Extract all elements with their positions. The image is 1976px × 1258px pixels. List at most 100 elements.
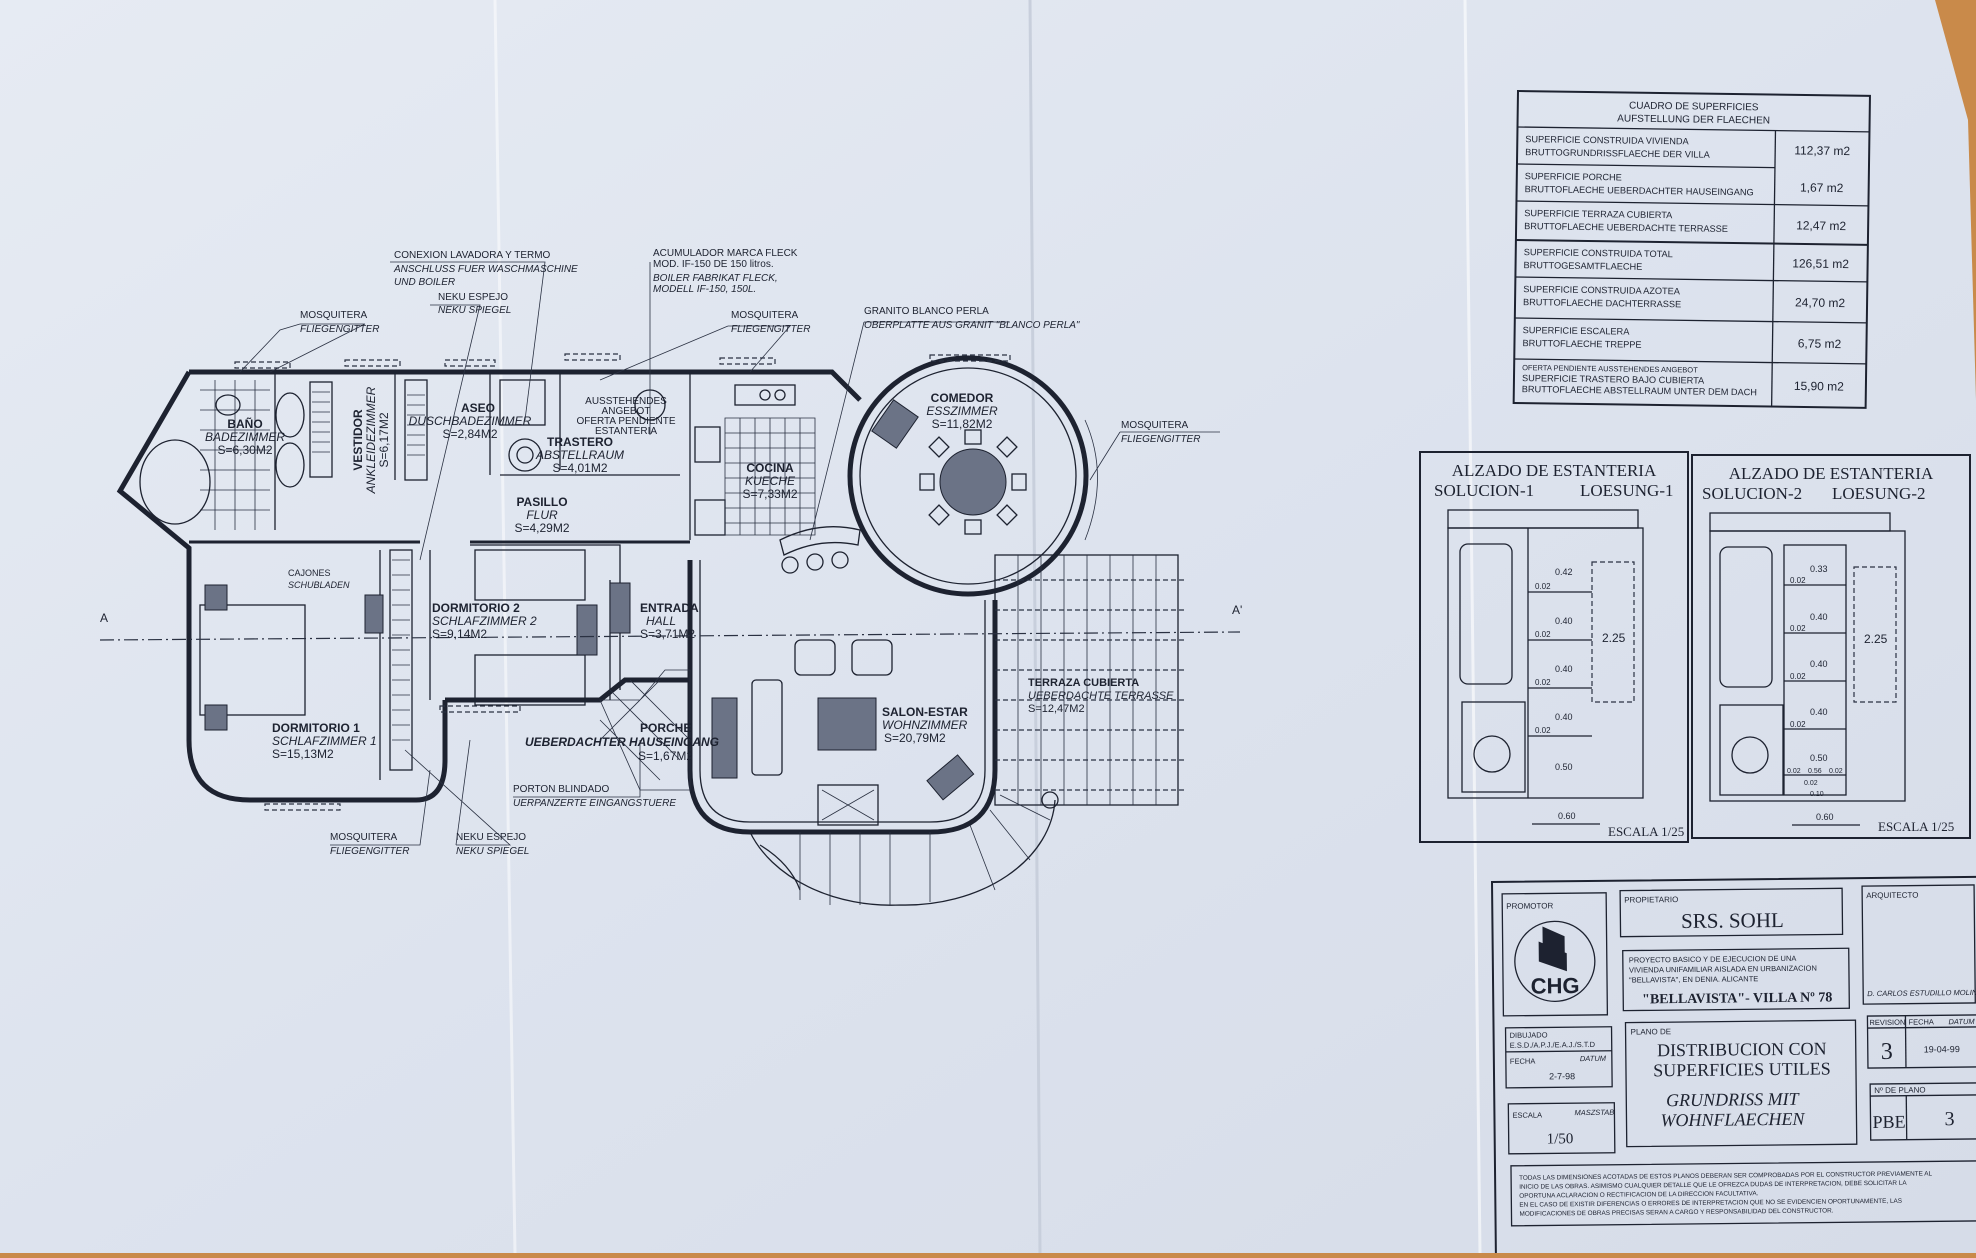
- revision-fecha-label: FECHA: [1908, 1017, 1934, 1026]
- svg-text:CAJONES: CAJONES: [288, 568, 331, 578]
- svg-text:NEKU ESPEJO: NEKU ESPEJO: [456, 832, 526, 843]
- svg-text:UEBERDACHTE TERRASSE: UEBERDACHTE TERRASSE: [1028, 690, 1174, 702]
- svg-text:GRANITO BLANCO PERLA: GRANITO BLANCO PERLA: [864, 306, 989, 317]
- svg-text:S=4,01M2: S=4,01M2: [552, 461, 607, 475]
- area-row-label: SUPERFICIE CONSTRUIDA TOTAL: [1524, 247, 1673, 259]
- svg-text:SCHUBLADEN: SCHUBLADEN: [288, 580, 350, 590]
- svg-text:0.02: 0.02: [1790, 672, 1806, 681]
- svg-text:FLUR: FLUR: [526, 508, 558, 522]
- svg-text:FLIEGENGITTER: FLIEGENGITTER: [330, 846, 409, 857]
- svg-text:ACUMULADOR MARCA FLECK: ACUMULADOR MARCA FLECK: [653, 248, 798, 259]
- svg-text:WOHNZIMMER: WOHNZIMMER: [882, 718, 968, 732]
- revision-number: 3: [1881, 1039, 1893, 1065]
- svg-text:S=6,30M2: S=6,30M2: [217, 443, 272, 457]
- svg-text:DORMITORIO 2: DORMITORIO 2: [432, 601, 520, 615]
- svg-text:0.40: 0.40: [1810, 659, 1828, 669]
- svg-text:2.25: 2.25: [1864, 632, 1888, 646]
- arquitecto-name: D. CARLOS ESTUDILLO MOLINA: [1867, 988, 1976, 998]
- svg-text:0.33: 0.33: [1810, 564, 1828, 574]
- svg-text:ABSTELLRAUM: ABSTELLRAUM: [535, 448, 624, 462]
- svg-text:0.02: 0.02: [1535, 630, 1551, 639]
- svg-text:0.10: 0.10: [1810, 791, 1824, 798]
- area-row-value: 112,37 m2: [1794, 143, 1850, 158]
- svg-text:0.02: 0.02: [1535, 678, 1551, 687]
- escala-value: 1/50: [1547, 1131, 1574, 1147]
- svg-text:0.50: 0.50: [1810, 753, 1828, 763]
- svg-text:S=11,82M2: S=11,82M2: [932, 417, 993, 431]
- svg-text:0.02: 0.02: [1829, 768, 1843, 775]
- elevation-subtitle-de: LOESUNG-1: [1580, 481, 1674, 500]
- svg-text:0.40: 0.40: [1555, 712, 1573, 722]
- svg-text:SCHLAFZIMMER 1: SCHLAFZIMMER 1: [272, 734, 377, 748]
- revision-date: 19-04-99: [1924, 1044, 1960, 1054]
- svg-text:CHG: CHG: [1531, 973, 1580, 999]
- svg-text:DUSCHBADEZIMMER: DUSCHBADEZIMMER: [409, 414, 532, 428]
- svg-text:S=12,47M2: S=12,47M2: [1028, 703, 1085, 715]
- elevation-subtitle-es: SOLUCION-1: [1434, 481, 1534, 500]
- svg-text:SALON-ESTAR: SALON-ESTAR: [882, 705, 968, 719]
- svg-text:COCINA: COCINA: [746, 461, 794, 475]
- svg-text:0.42: 0.42: [1555, 567, 1573, 577]
- proyecto-line: "BELLAVISTA", EN DENIA. ALICANTE: [1629, 974, 1758, 984]
- svg-text:COMEDOR: COMEDOR: [931, 391, 994, 405]
- section-mark-a: A: [100, 611, 108, 625]
- svg-text:MOSQUITERA: MOSQUITERA: [731, 310, 799, 321]
- svg-text:0.40: 0.40: [1555, 664, 1573, 674]
- elevation-title: ALZADO DE ESTANTERIA: [1729, 464, 1934, 483]
- svg-text:0.40: 0.40: [1555, 616, 1573, 626]
- datum-label: DATUM: [1580, 1054, 1607, 1063]
- fecha-value: 2-7-98: [1549, 1071, 1575, 1081]
- svg-text:0.40: 0.40: [1810, 707, 1828, 717]
- svg-text:ESSZIMMER: ESSZIMMER: [926, 404, 998, 418]
- area-row-label: SUPERFICIE PORCHE: [1525, 171, 1622, 182]
- maszstab-label: MASZSTAB: [1574, 1108, 1614, 1117]
- svg-text:BAÑO: BAÑO: [227, 416, 262, 431]
- elevation-scale: ESCALA 1/25: [1608, 824, 1684, 839]
- svg-text:S=3,71M2: S=3,71M2: [640, 627, 695, 641]
- svg-text:S=7,33M2: S=7,33M2: [742, 487, 797, 501]
- area-row-label: SUPERFICIE TERRAZA CUBIERTA: [1524, 208, 1673, 220]
- svg-text:CONEXION LAVADORA Y TERMO: CONEXION LAVADORA Y TERMO: [394, 250, 551, 261]
- svg-text:NEKU SPIEGEL: NEKU SPIEGEL: [456, 846, 529, 857]
- svg-text:PORCHE: PORCHE: [640, 721, 691, 735]
- room-label-comedor: COMEDOR ESSZIMMER S=11,82M2: [926, 391, 998, 431]
- propietario-name: SRS. SOHL: [1681, 908, 1784, 933]
- elevation-subtitle-es: SOLUCION-2: [1702, 484, 1802, 503]
- area-row-value: 24,70 m2: [1795, 295, 1846, 310]
- area-row-value: 12,47 m2: [1796, 218, 1847, 233]
- svg-text:S=9,14M2: S=9,14M2: [432, 627, 487, 641]
- area-row-value: 1,67 m2: [1800, 180, 1844, 195]
- svg-text:MODELL IF-150, 150L.: MODELL IF-150, 150L.: [653, 284, 756, 295]
- svg-text:0.60: 0.60: [1816, 812, 1834, 822]
- arquitecto-label: ARQUITECTO: [1866, 891, 1918, 901]
- area-row-label: BRUTTOGESAMTFLAECHE: [1524, 260, 1643, 272]
- revision-datum-label: DATUM: [1948, 1017, 1975, 1026]
- svg-text:0.02: 0.02: [1535, 582, 1551, 591]
- svg-text:UEBERDACHTER HAUSEINGANG: UEBERDACHTER HAUSEINGANG: [525, 735, 719, 749]
- area-table-title: CUADRO DE SUPERFICIES: [1629, 101, 1759, 114]
- n-plano-label: Nº DE PLANO: [1874, 1085, 1925, 1095]
- svg-text:0.50: 0.50: [1555, 762, 1573, 772]
- plano-title-de: WOHNFLAECHEN: [1660, 1109, 1805, 1131]
- svg-text:UND BOILER: UND BOILER: [394, 277, 455, 288]
- svg-text:0.02: 0.02: [1535, 726, 1551, 735]
- svg-text:KUECHE: KUECHE: [745, 474, 796, 488]
- svg-text:0.02: 0.02: [1790, 624, 1806, 633]
- revision-label: REVISION: [1869, 1018, 1905, 1027]
- svg-text:HALL: HALL: [646, 614, 676, 628]
- svg-text:MOD. IF-150 DE 150 litros.: MOD. IF-150 DE 150 litros.: [653, 259, 774, 270]
- area-table-subtitle: AUFSTELLUNG DER FLAECHEN: [1617, 113, 1770, 126]
- svg-text:0.02: 0.02: [1787, 768, 1801, 775]
- area-row-label: SUPERFICIE ESCALERA: [1523, 325, 1631, 337]
- svg-text:FLIEGENGITTER: FLIEGENGITTER: [300, 324, 379, 335]
- svg-text:DORMITORIO 1: DORMITORIO 1: [272, 721, 360, 735]
- svg-text:BADEZIMMER: BADEZIMMER: [205, 430, 285, 444]
- room-label-cocina: COCINA KUECHE S=7,33M2: [742, 461, 797, 501]
- svg-text:0.02: 0.02: [1790, 576, 1806, 585]
- elevation-scale: ESCALA 1/25: [1878, 819, 1954, 834]
- svg-text:SCHLAFZIMMER 2: SCHLAFZIMMER 2: [432, 614, 537, 628]
- proyecto-line: PROYECTO BASICO Y DE EJECUCION DE UNA: [1629, 954, 1797, 965]
- plano-title-de: GRUNDRISS MIT: [1666, 1089, 1801, 1110]
